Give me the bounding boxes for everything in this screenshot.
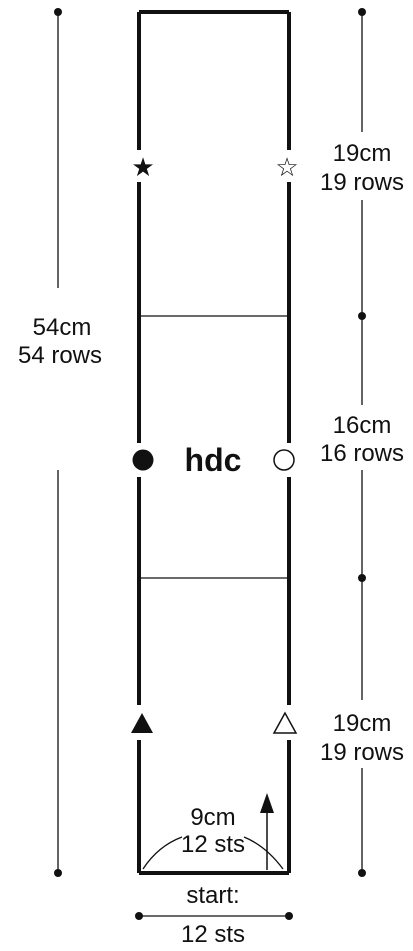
section-dimensions: 19cm 19 rows 16cm 16 rows 19cm 19 rows [320,8,404,877]
dimension-endpoint [54,869,62,877]
section-middle-size: 16cm [333,412,392,439]
circle-outline-icon [273,449,295,471]
section-top-rows: 19 rows [320,169,404,196]
total-height-size: 54cm [33,314,92,341]
panel-outline [137,10,291,875]
stitch-type-label: hdc [185,442,242,478]
width-stitches: 12 sts [181,831,245,858]
start-dimension: start: 12 sts [135,882,293,948]
work-direction-arrow [260,793,274,870]
arrow-up-icon [260,793,274,813]
dimension-endpoint [358,574,366,582]
section-top-size: 19cm [333,140,392,167]
total-height-rows: 54 rows [18,342,102,369]
dimension-endpoint [358,869,366,877]
star-outline-icon: ☆ [275,153,298,183]
start-label: start: [186,882,239,909]
dimension-endpoint [54,8,62,16]
section-bottom-size: 19cm [333,710,392,737]
total-height-dimension: 54cm 54 rows [18,8,102,877]
section-middle-rows: 16 rows [320,440,404,467]
width-size: 9cm [190,804,235,831]
dimension-endpoint [285,912,293,920]
start-stitches: 12 sts [181,921,245,948]
dimension-endpoint [358,8,366,16]
section-bottom-rows: 19 rows [320,739,404,766]
circle-filled-icon [132,449,154,471]
triangle-filled-icon [131,713,153,733]
dimension-endpoint [135,912,143,920]
star-filled-icon: ★ [131,153,154,183]
dimension-endpoint [358,312,366,320]
triangle-outline-icon [272,711,298,734]
width-annotation: 9cm 12 sts [142,804,284,870]
